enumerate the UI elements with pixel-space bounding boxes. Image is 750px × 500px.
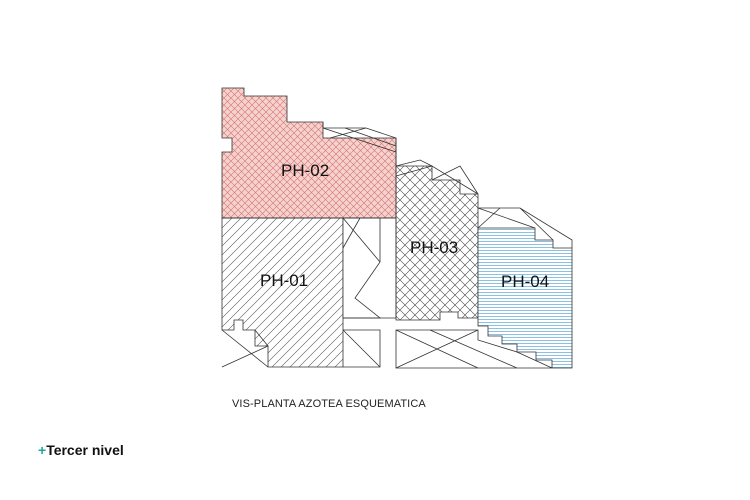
plan-caption: VIS-PLANTA AZOTEA ESQUEMATICA: [232, 398, 426, 410]
circulation-area: [342, 217, 397, 319]
unit-label-ph04: PH-04: [501, 272, 549, 291]
unit-ph04-area: [477, 227, 573, 369]
unit-ph02-area: [221, 87, 397, 219]
brand-logo: +Tercer nivel: [38, 442, 124, 458]
unit-label-ph01: PH-01: [260, 271, 308, 290]
unit-label-ph02: PH-02: [281, 161, 329, 180]
brand-plus-icon: +: [38, 442, 47, 458]
unit-label-ph03: PH-03: [410, 238, 458, 257]
brand-name: Tercer nivel: [46, 442, 124, 458]
